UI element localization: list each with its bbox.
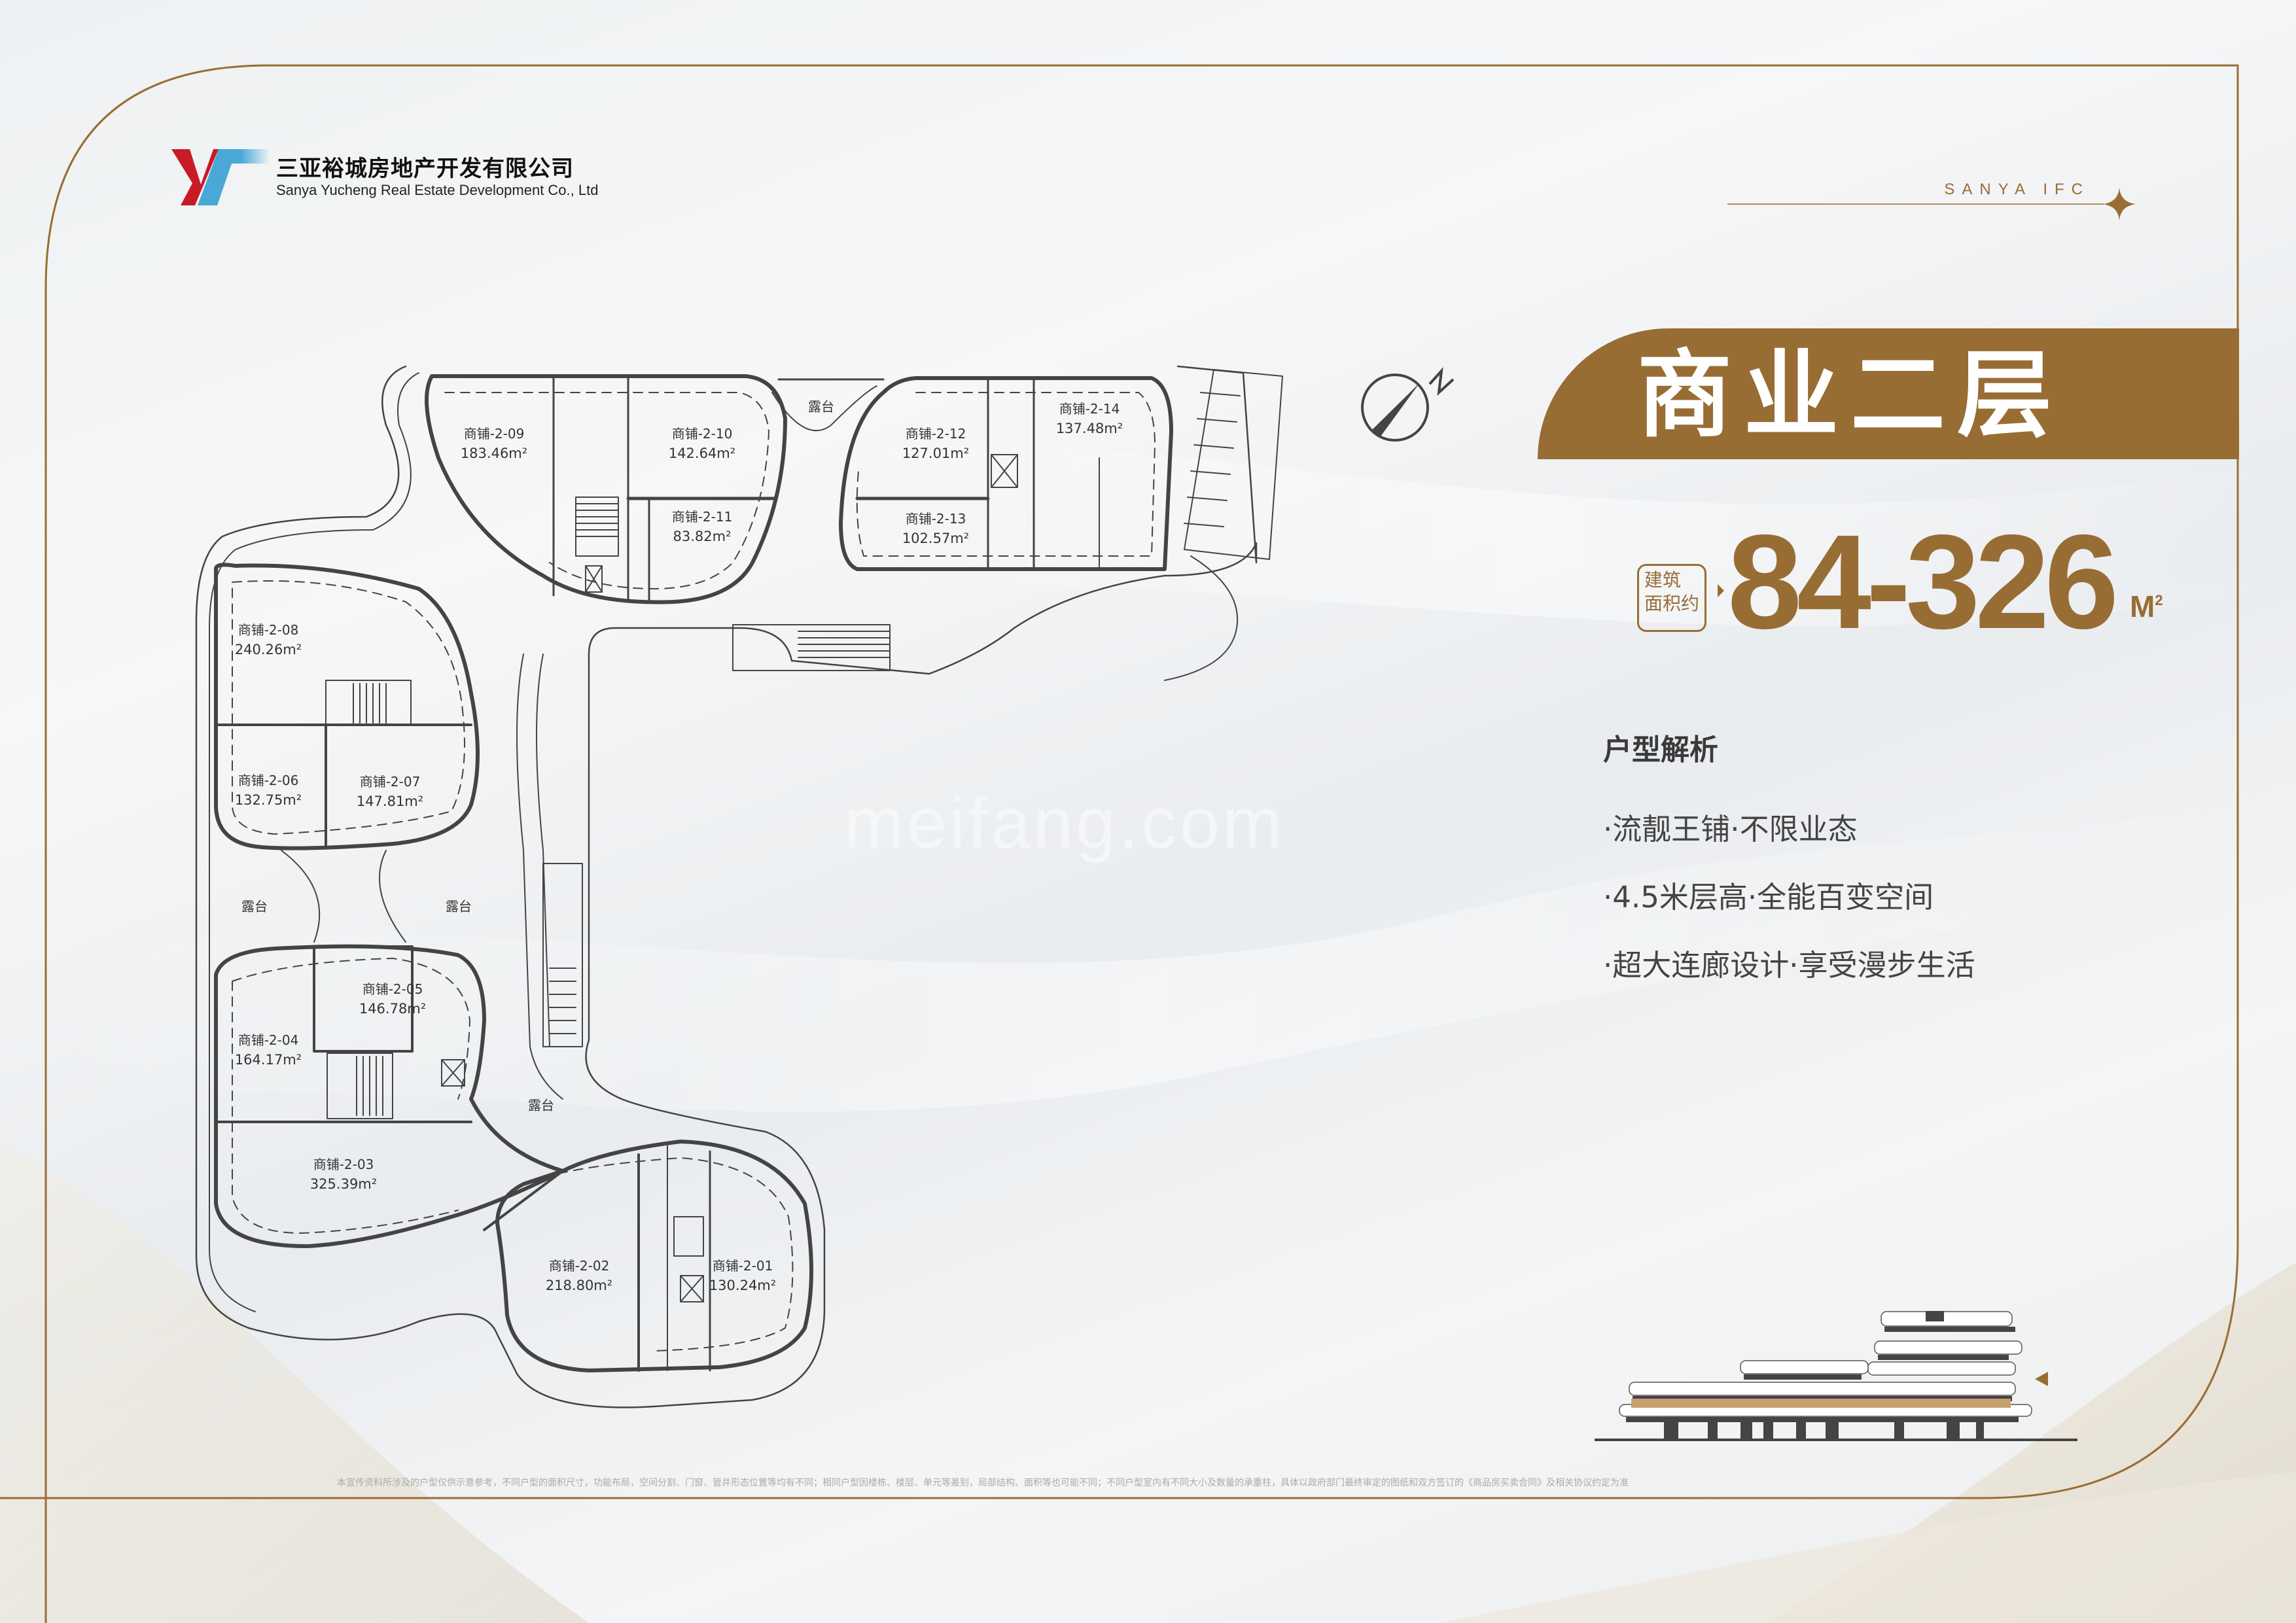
unit-area: 240.26m² xyxy=(234,642,302,657)
terrace-label: 露台 xyxy=(528,1097,554,1113)
unit-label-2-03[interactable]: 商铺-2-03 325.39m² xyxy=(310,1155,377,1194)
brand-divider xyxy=(1727,203,2104,205)
unit-area: 146.78m² xyxy=(359,1001,427,1017)
analysis-item: ·流靓王铺·不限业态 xyxy=(1603,812,1858,846)
unit-id: 商铺-2-13 xyxy=(905,511,966,527)
unit-label-2-01[interactable]: 商铺-2-01 130.24m² xyxy=(709,1256,776,1295)
unit-area: 137.48m² xyxy=(1055,421,1123,436)
unit-id: 商铺-2-08 xyxy=(238,622,299,638)
analysis-item: ·超大连廊设计·享受漫步生活 xyxy=(1603,948,1975,983)
unit-id: 商铺-2-11 xyxy=(671,509,733,525)
brand-tag: SANYA IFC xyxy=(1944,181,2090,198)
unit-id: 商铺-2-14 xyxy=(1059,401,1120,417)
area-badge-line2: 面积约 xyxy=(1644,593,1700,614)
unit-id: 商铺-2-12 xyxy=(905,426,966,442)
terrace-label: 露台 xyxy=(446,898,472,915)
unit-label-2-14[interactable]: 商铺-2-14 137.48m² xyxy=(1056,399,1123,438)
unit-area: 83.82m² xyxy=(673,529,732,544)
unit-area: 218.80m² xyxy=(545,1278,613,1293)
unit-id: 商铺-2-06 xyxy=(238,773,299,788)
unit-label-2-09[interactable]: 商铺-2-09 183.46m² xyxy=(461,424,527,463)
unit-id: 商铺-2-07 xyxy=(359,774,421,790)
analysis-item: ·4.5米层高·全能百变空间 xyxy=(1603,880,1934,915)
unit-area: 325.39m² xyxy=(309,1176,378,1192)
company-name-en: Sanya Yucheng Real Estate Development Co… xyxy=(276,182,599,198)
unit-label-2-04[interactable]: 商铺-2-04 164.17m² xyxy=(235,1030,302,1070)
title-banner xyxy=(1538,328,2239,459)
company-name-cn: 三亚裕城房地产开发有限公司 xyxy=(276,156,574,182)
area-range: 84-326 xyxy=(1727,507,2119,657)
unit-id: 商铺-2-05 xyxy=(362,981,423,997)
unit-area: 164.17m² xyxy=(234,1052,302,1068)
unit-label-2-07[interactable]: 商铺-2-07 147.81m² xyxy=(357,772,423,811)
area-unit-sup: 2 xyxy=(2155,592,2163,608)
unit-label-2-05[interactable]: 商铺-2-05 146.78m² xyxy=(359,979,426,1019)
unit-label-2-12[interactable]: 商铺-2-12 127.01m² xyxy=(902,424,969,463)
terrace-label: 露台 xyxy=(241,898,268,915)
badge-pointer-icon xyxy=(1718,584,1724,597)
area-badge: 建筑 面积约 xyxy=(1637,564,1707,632)
company-logo: 三亚裕城房地产开发有限公司 Sanya Yucheng Real Estate … xyxy=(171,149,598,205)
unit-id: 商铺-2-04 xyxy=(238,1032,299,1048)
unit-area: 183.46m² xyxy=(460,445,528,461)
unit-id: 商铺-2-02 xyxy=(548,1258,610,1274)
analysis-title: 户型解析 xyxy=(1603,733,1718,767)
entrance-marker-icon xyxy=(2035,1372,2048,1386)
north-arrow-icon xyxy=(1361,366,1455,442)
unit-id: 商铺-2-09 xyxy=(463,426,525,442)
sparkle-icon xyxy=(2103,188,2136,220)
area-unit: M2 xyxy=(2130,589,2163,624)
unit-id: 商铺-2-01 xyxy=(712,1258,773,1274)
layout-analysis: 户型解析 ·流靓王铺·不限业态 ·4.5米层高·全能百变空间 ·超大连廊设计·享… xyxy=(1603,726,1975,1000)
unit-id: 商铺-2-10 xyxy=(671,426,733,442)
page-title: 商业二层 xyxy=(1637,340,2064,451)
area-unit-letter: M xyxy=(2130,589,2155,623)
unit-area: 127.01m² xyxy=(902,445,970,461)
unit-id: 商铺-2-03 xyxy=(313,1157,374,1172)
unit-area: 147.81m² xyxy=(356,794,424,809)
area-badge-line1: 建筑 xyxy=(1644,569,1682,591)
unit-label-2-06[interactable]: 商铺-2-06 132.75m² xyxy=(235,771,302,810)
unit-label-2-02[interactable]: 商铺-2-02 218.80m² xyxy=(546,1256,612,1295)
watermark: meifang.com xyxy=(844,783,1285,864)
unit-area: 132.75m² xyxy=(234,792,302,808)
building-elevation-illustration xyxy=(1595,1311,2077,1441)
disclaimer-text: 本宣传资料所涉及的户型仅供示意参考，不同户型的面积尺寸，功能布局，空间分割、门窗… xyxy=(337,1478,1629,1488)
yc-logo-icon xyxy=(171,149,270,205)
unit-label-2-13[interactable]: 商铺-2-13 102.57m² xyxy=(902,509,969,548)
unit-label-2-08[interactable]: 商铺-2-08 240.26m² xyxy=(235,620,302,659)
unit-area: 102.57m² xyxy=(902,531,970,546)
terrace-label: 露台 xyxy=(808,398,834,415)
unit-area: 142.64m² xyxy=(668,445,736,461)
unit-label-2-10[interactable]: 商铺-2-10 142.64m² xyxy=(669,424,735,463)
unit-area: 130.24m² xyxy=(709,1278,777,1293)
unit-label-2-11[interactable]: 商铺-2-11 83.82m² xyxy=(672,507,733,546)
